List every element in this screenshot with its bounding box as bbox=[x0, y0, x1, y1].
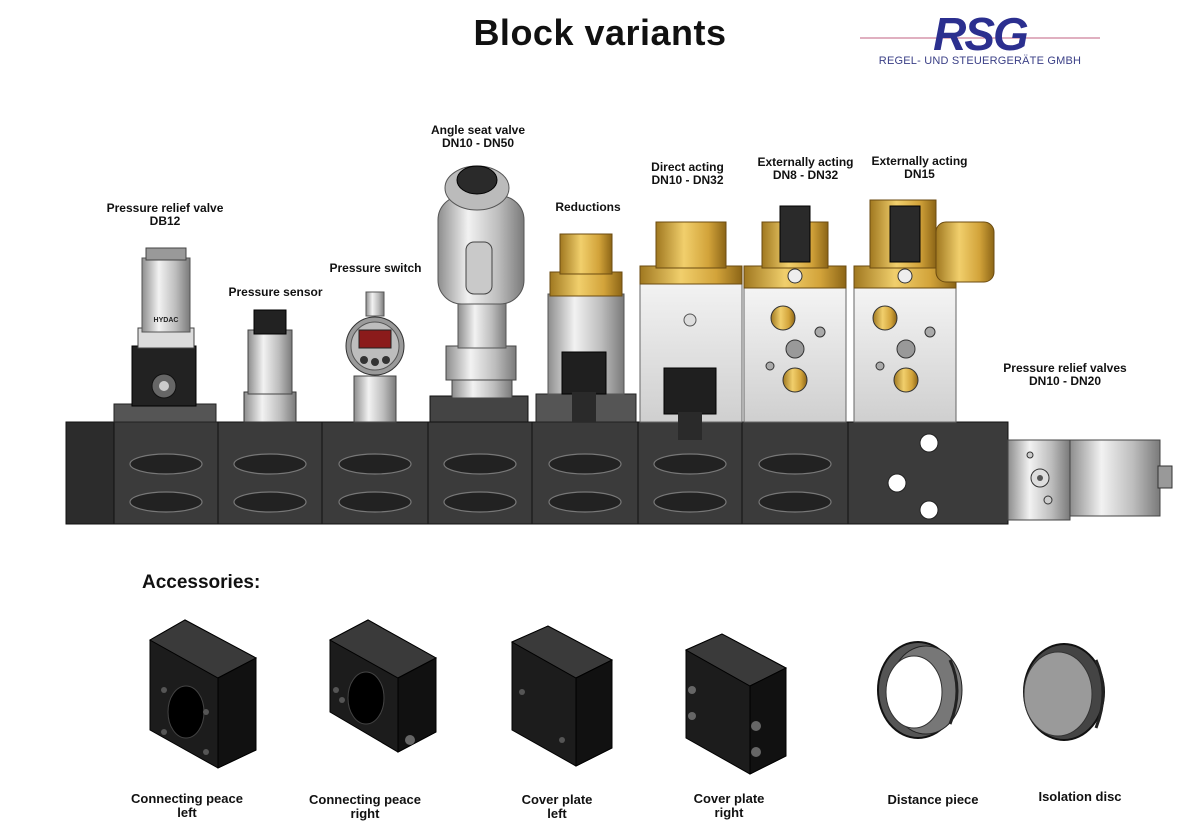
label-cover-plate-left: Cover plate left bbox=[521, 792, 593, 821]
pressure-switch-device bbox=[345, 291, 405, 423]
label-pressure-sensor: Pressure sensor bbox=[228, 285, 323, 299]
end-pressure-relief-valve bbox=[1007, 439, 1173, 521]
label-reductions: Reductions bbox=[555, 200, 621, 214]
company-logo: RSG bbox=[860, 8, 1100, 72]
distance-piece-image bbox=[877, 641, 963, 739]
label-externally-acting-dn8: Externally acting DN8 - DN32 bbox=[757, 155, 854, 182]
label-distance-piece: Distance piece bbox=[887, 792, 979, 807]
label-cover-plate-right: Cover plate right bbox=[693, 791, 765, 820]
manifold-base bbox=[65, 421, 1009, 525]
externally-acting-valve-dn15-device bbox=[853, 199, 995, 423]
reductions-device bbox=[535, 233, 637, 423]
label-externally-acting-dn15: Externally acting DN15 bbox=[871, 154, 968, 181]
accessories-heading: Accessories: bbox=[142, 572, 261, 593]
externally-acting-valve-dn8-device bbox=[743, 205, 847, 423]
isolation-disc-image bbox=[1023, 643, 1105, 741]
hydac-label: HYDAC bbox=[154, 317, 179, 324]
label-connecting-peace-left: Connecting peace left bbox=[131, 791, 243, 820]
rsg-logo-graphic: RSG bbox=[860, 8, 1100, 60]
page-title: Block variants bbox=[473, 12, 727, 53]
label-pressure-relief-valves: Pressure relief valves DN10 - DN20 bbox=[1003, 361, 1127, 388]
label-pressure-switch: Pressure switch bbox=[329, 261, 422, 275]
connecting-peace-left-image bbox=[148, 619, 258, 769]
label-isolation-disc: Isolation disc bbox=[1038, 789, 1122, 804]
cover-plate-right-image bbox=[684, 633, 788, 775]
company-name: REGEL- UND STEUERGERÄTE GMBH bbox=[878, 55, 1082, 67]
pressure-sensor-device bbox=[243, 309, 297, 423]
connecting-peace-right-image bbox=[328, 619, 438, 753]
label-direct-acting: Direct acting DN10 - DN32 bbox=[651, 160, 724, 187]
block-assembly-illustration: HYDAC bbox=[65, 165, 1173, 525]
angle-seat-valve-device bbox=[429, 165, 529, 423]
logo-text: RSG bbox=[933, 8, 1028, 60]
label-connecting-peace-right: Connecting peace right bbox=[309, 792, 421, 821]
cover-plate-left-image bbox=[510, 625, 614, 767]
label-pressure-relief-valve: Pressure relief valve DB12 bbox=[106, 201, 224, 228]
pressure-relief-valve-device: HYDAC bbox=[113, 247, 217, 423]
direct-acting-valve-device bbox=[639, 221, 743, 440]
label-angle-seat-valve: Angle seat valve DN10 - DN50 bbox=[430, 123, 526, 150]
